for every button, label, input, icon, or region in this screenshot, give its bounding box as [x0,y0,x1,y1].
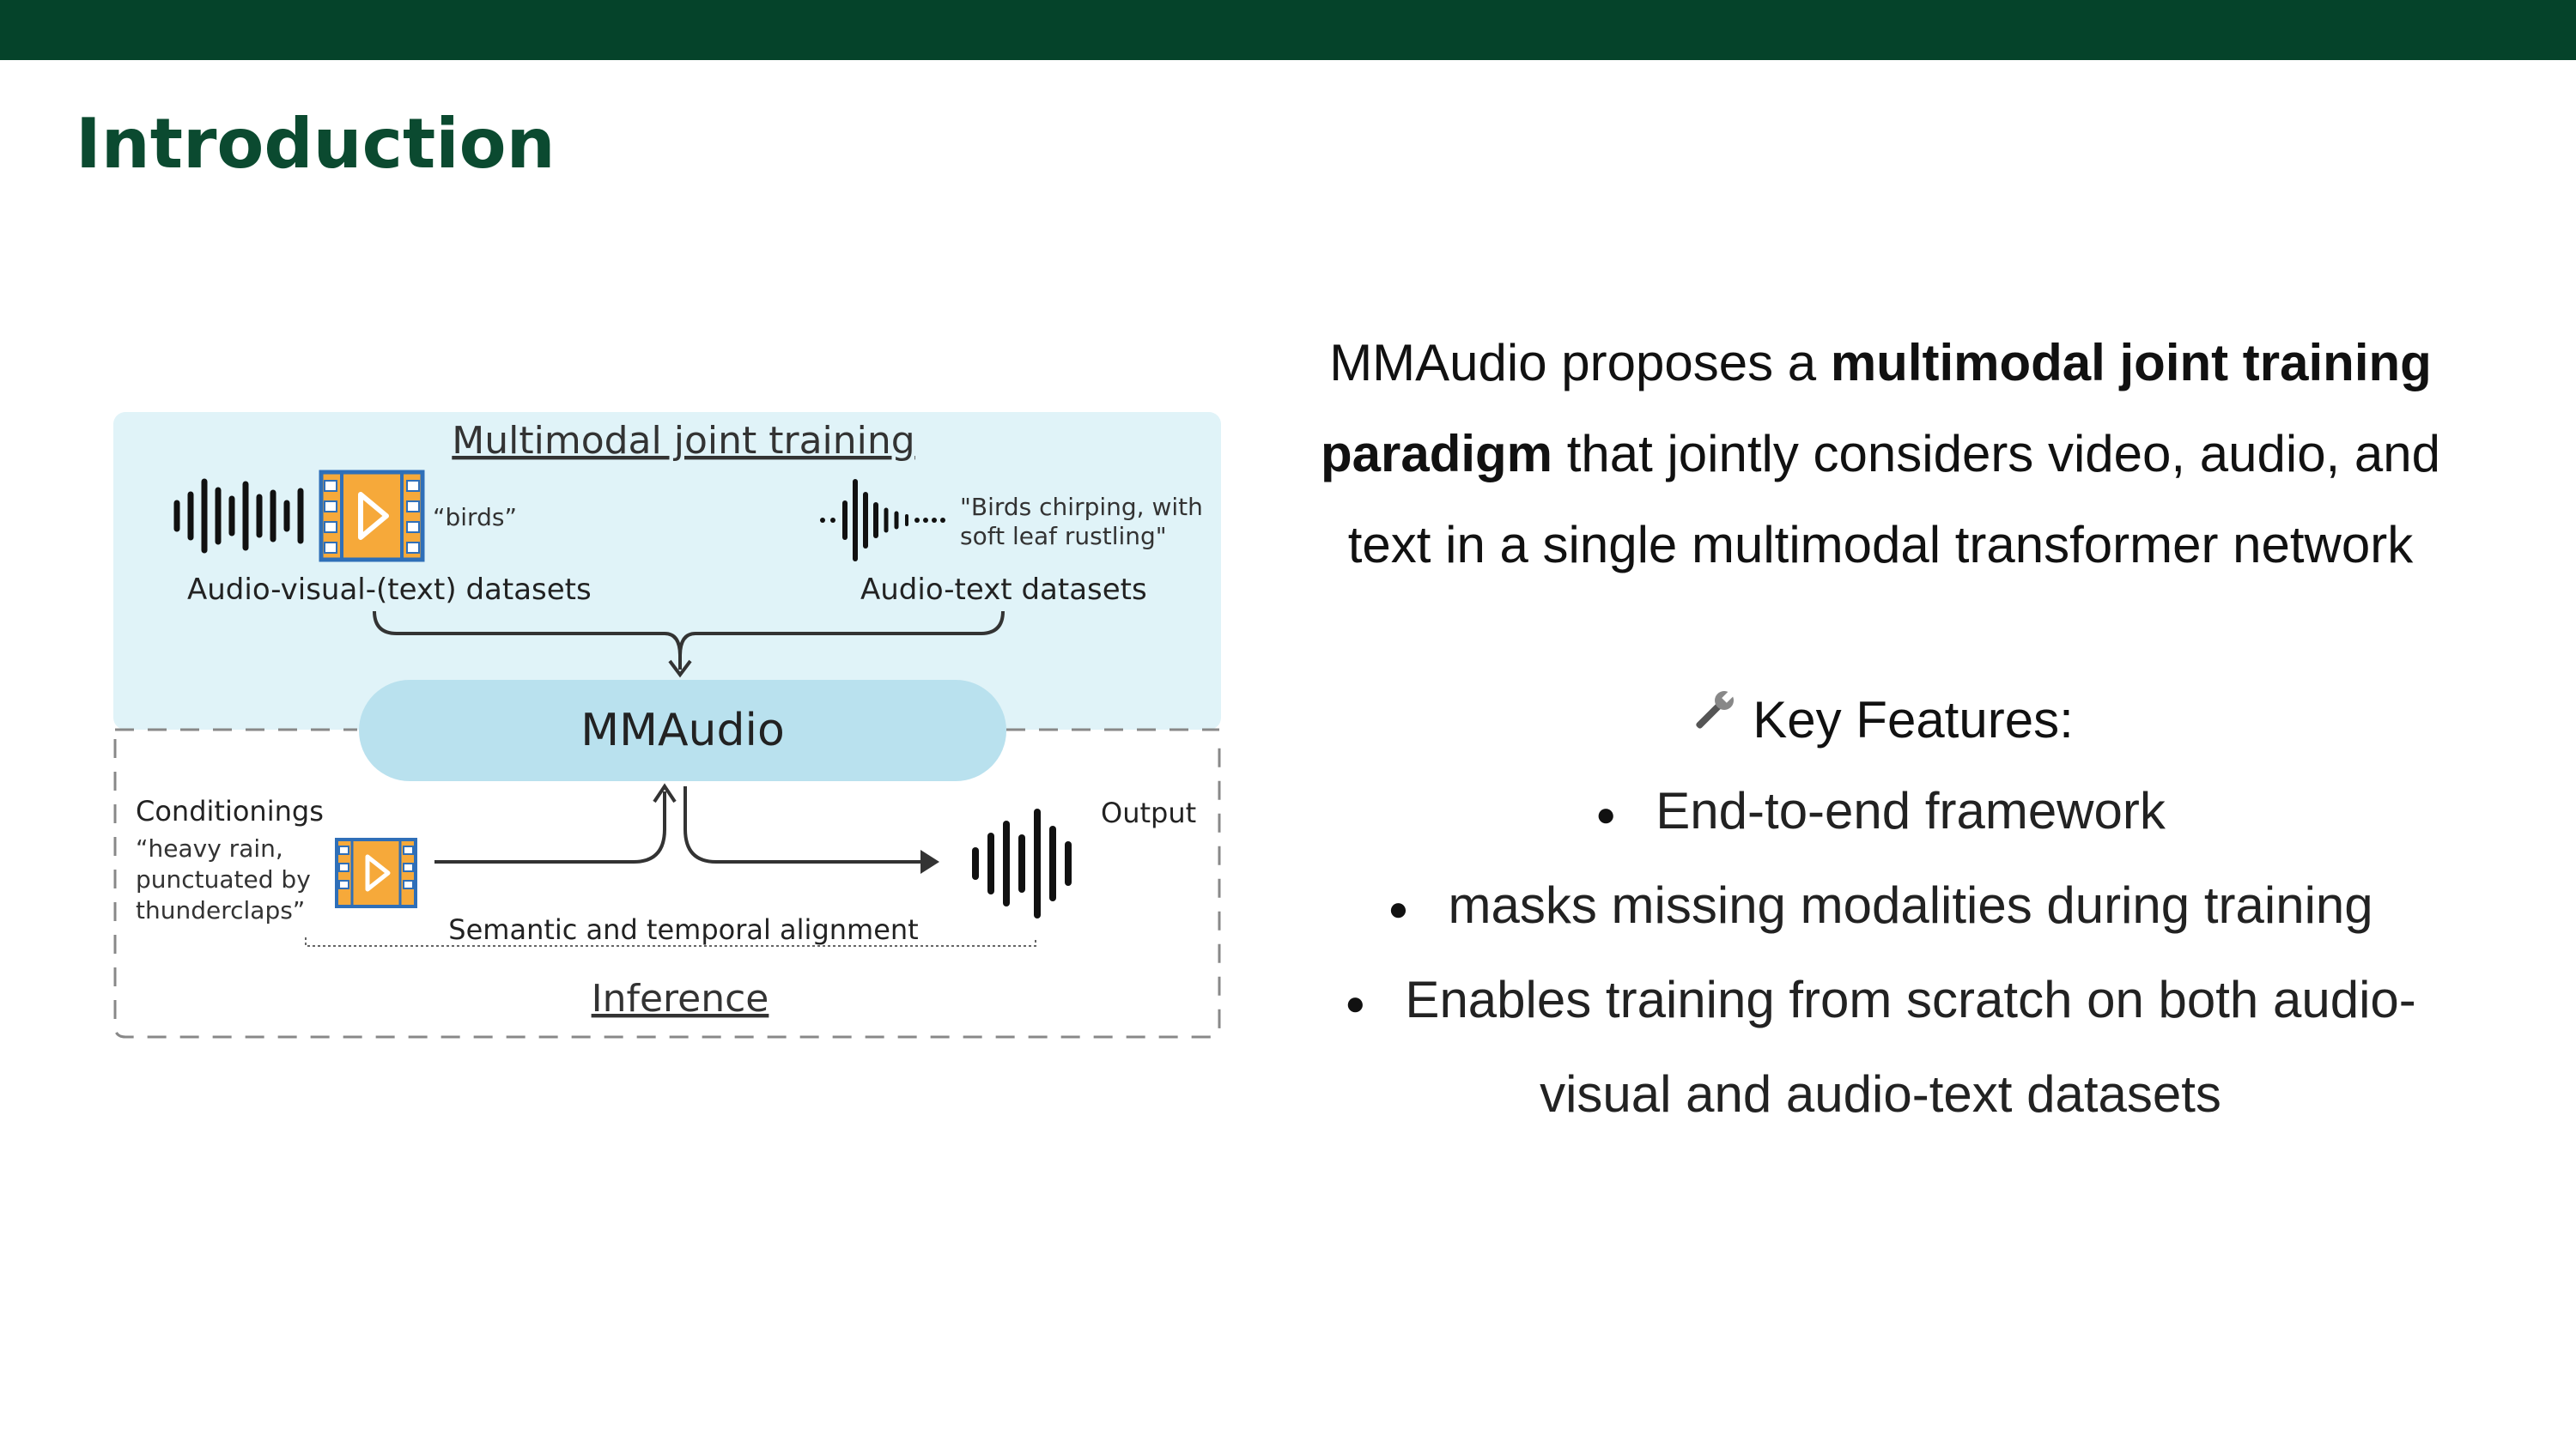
output-label: Output [1101,797,1196,829]
page-title: Introduction [76,104,556,184]
input-arrow [434,791,666,864]
av-label: Audio-visual-(text) datasets [187,573,592,607]
bullet-icon: ● [1345,985,1366,1023]
arrow-icon [668,659,692,678]
wrench-icon [1687,675,1741,766]
para-bold: multimodal joint training [1830,334,2432,391]
arrow-icon [653,783,677,803]
list-item: ● masks missing modalities during trainin… [1288,860,2473,955]
av-caption: “birds” [433,503,517,531]
video-film-icon [319,470,425,562]
mmaudio-box [359,680,1006,781]
training-title: Multimodal joint training [452,419,914,463]
content-panel: MMAudio proposes a multimodal joint trai… [1288,318,2473,1140]
at-label: Audio-text datasets [860,573,1147,607]
waveform-icon [972,809,1072,919]
model-label: MMAudio [580,705,785,756]
cond-line2: punctuated by [136,865,311,894]
intro-paragraph: MMAudio proposes a multimodal joint trai… [1288,318,2473,591]
cond-title: Conditionings [136,795,324,828]
alignment-label: Semantic and temporal alignment [448,913,918,946]
key-features-heading: Key Features: [1288,675,2473,766]
bullet-icon: ● [1388,890,1409,929]
header-bar [0,0,2576,60]
para-text: that jointly considers video, audio, and [1552,425,2441,482]
key-features-label: Key Features: [1753,691,2074,749]
inference-label: Inference [592,977,769,1021]
waveform-icon [173,478,304,554]
list-item-text: visual and audio-text datasets [1540,1065,2221,1124]
features-list: ● End-to-end framework ● masks missing mod… [1288,766,2473,1140]
list-item-text: masks missing modalities during training [1448,876,2373,935]
waveform-icon [820,479,945,561]
cond-line3: thunderclaps” [136,896,305,925]
list-item: ● Enables training from scratch on both a… [1288,955,2473,1049]
cond-line1: “heavy rain, [136,834,283,863]
at-caption-line2: soft leaf rustling" [960,522,1167,550]
at-caption-line1: "Birds chirping, with [960,493,1203,521]
alignment-bracket [305,937,1036,947]
list-item: ● End-to-end framework [1288,766,2473,860]
output-arrow [683,786,934,864]
list-item-continuation: visual and audio-text datasets [1288,1049,2473,1140]
para-text: text in a single multimodal transformer … [1347,516,2414,573]
para-text: MMAudio proposes a [1329,334,1831,391]
mmaudio-figure: Multimodal joint training [108,409,1224,1044]
video-film-icon [335,838,417,908]
para-bold: paradigm [1320,425,1553,482]
list-item-text: End-to-end framework [1656,782,2166,840]
bullet-icon: ● [1595,796,1617,834]
list-item-text: Enables training from scratch on both au… [1405,971,2416,1029]
arrow-icon [920,850,939,874]
